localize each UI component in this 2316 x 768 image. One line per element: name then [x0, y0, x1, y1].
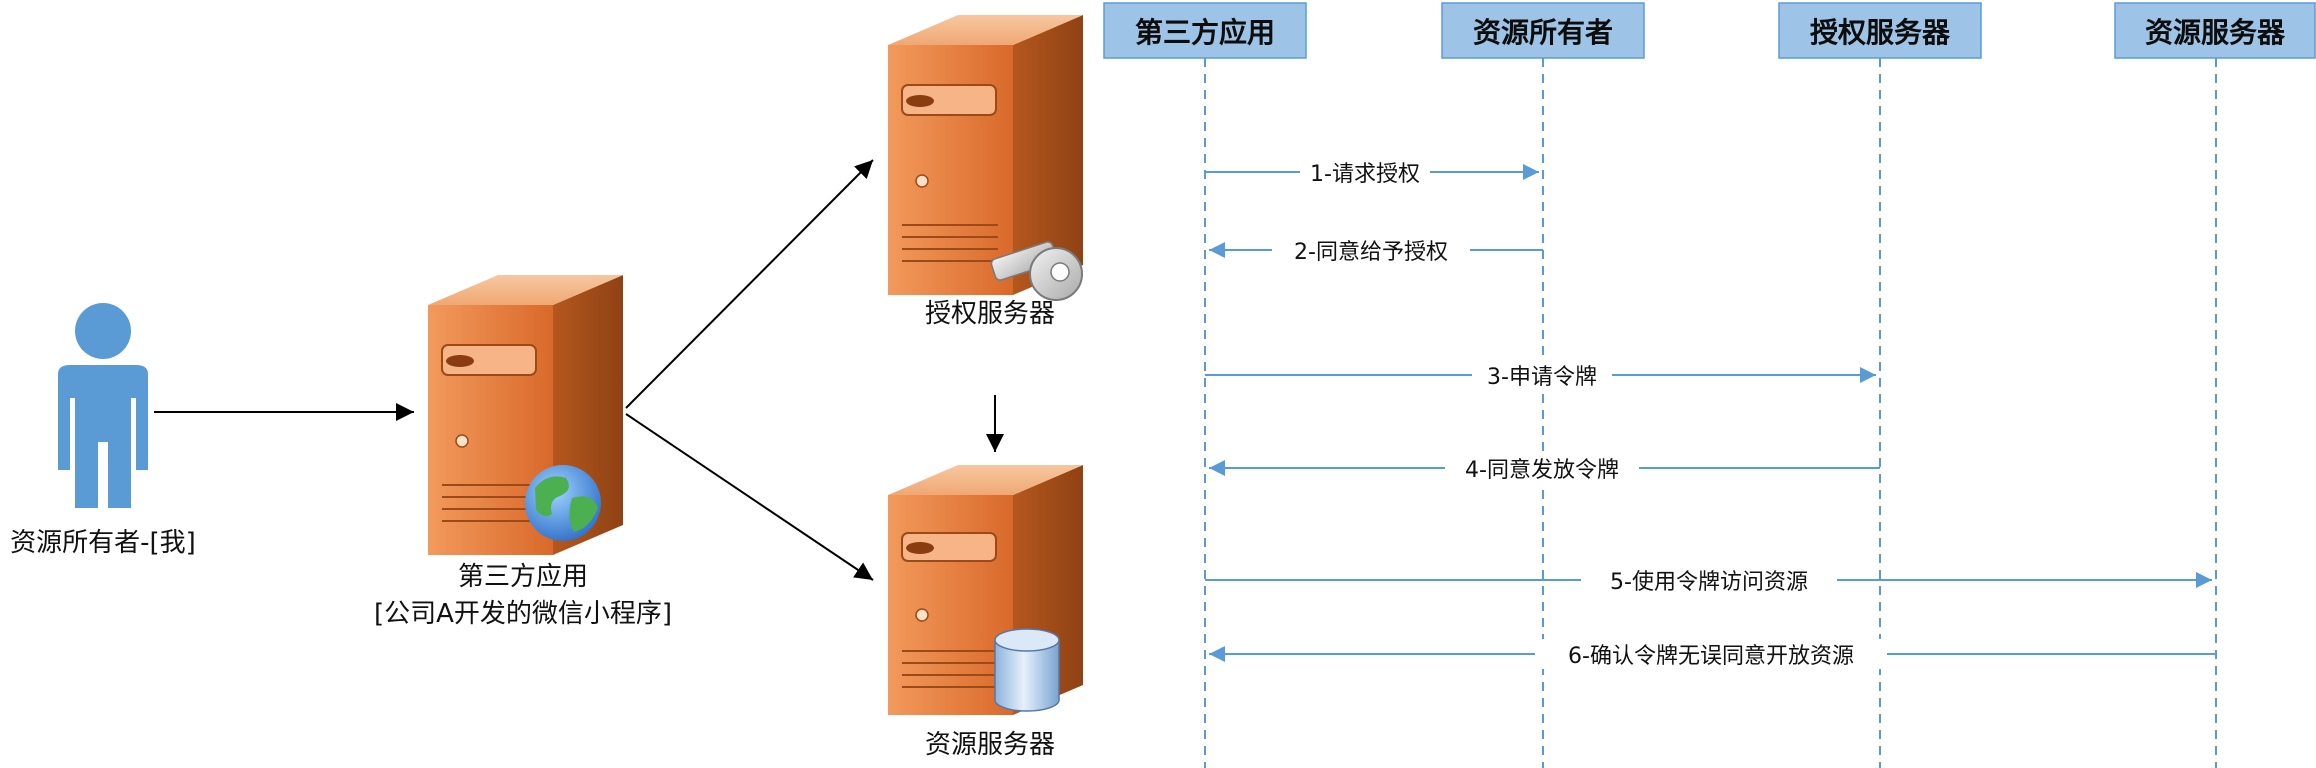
- message-4-label: 4-同意发放令牌: [1465, 458, 1619, 483]
- participant-client-label: 第三方应用: [1135, 16, 1275, 49]
- message-1: 1-请求授权: [1205, 157, 1539, 187]
- message-5-label: 5-使用令牌访问资源: [1610, 570, 1808, 595]
- owner-label: 资源所有者-[我]: [10, 528, 196, 558]
- participant-resource-server-label: 资源服务器: [2145, 16, 2286, 49]
- message-2-label: 2-同意给予授权: [1294, 240, 1448, 265]
- message-2: 2-同意给予授权: [1209, 235, 1543, 265]
- participant-client: 第三方应用: [1103, 2, 1307, 59]
- client-to-auth-arrow: [625, 159, 874, 409]
- message-3: 3-申请令牌: [1205, 360, 1876, 390]
- key-icon: [990, 241, 1083, 301]
- participant-owner-label: 资源所有者: [1473, 16, 1613, 49]
- message-3-label: 3-申请令牌: [1487, 365, 1597, 390]
- resource-server-label: 资源服务器: [925, 730, 1055, 760]
- message-6: 6-确认令牌无误同意开放资源: [1209, 639, 2216, 669]
- person-icon: [58, 303, 148, 508]
- auth-server-icon: [888, 15, 1083, 295]
- client-to-resource-arrow: [625, 413, 874, 581]
- participant-resource-server: 资源服务器: [2114, 2, 2316, 59]
- message-4: 4-同意发放令牌: [1209, 453, 1880, 483]
- globe-icon: [525, 465, 601, 541]
- participant-auth-server: 授权服务器: [1778, 2, 1982, 59]
- participant-owner: 资源所有者: [1441, 2, 1645, 59]
- auth-server-label: 授权服务器: [925, 299, 1055, 329]
- client-label-line1: 第三方应用: [458, 562, 588, 592]
- message-1-label: 1-请求授权: [1310, 162, 1420, 187]
- database-icon: [994, 628, 1060, 712]
- participant-auth-server-label: 授权服务器: [1810, 16, 1951, 49]
- message-6-label: 6-确认令牌无误同意开放资源: [1568, 644, 1854, 669]
- message-5: 5-使用令牌访问资源: [1205, 565, 2212, 595]
- client-label-line2: [公司A开发的微信小程序]: [374, 599, 672, 629]
